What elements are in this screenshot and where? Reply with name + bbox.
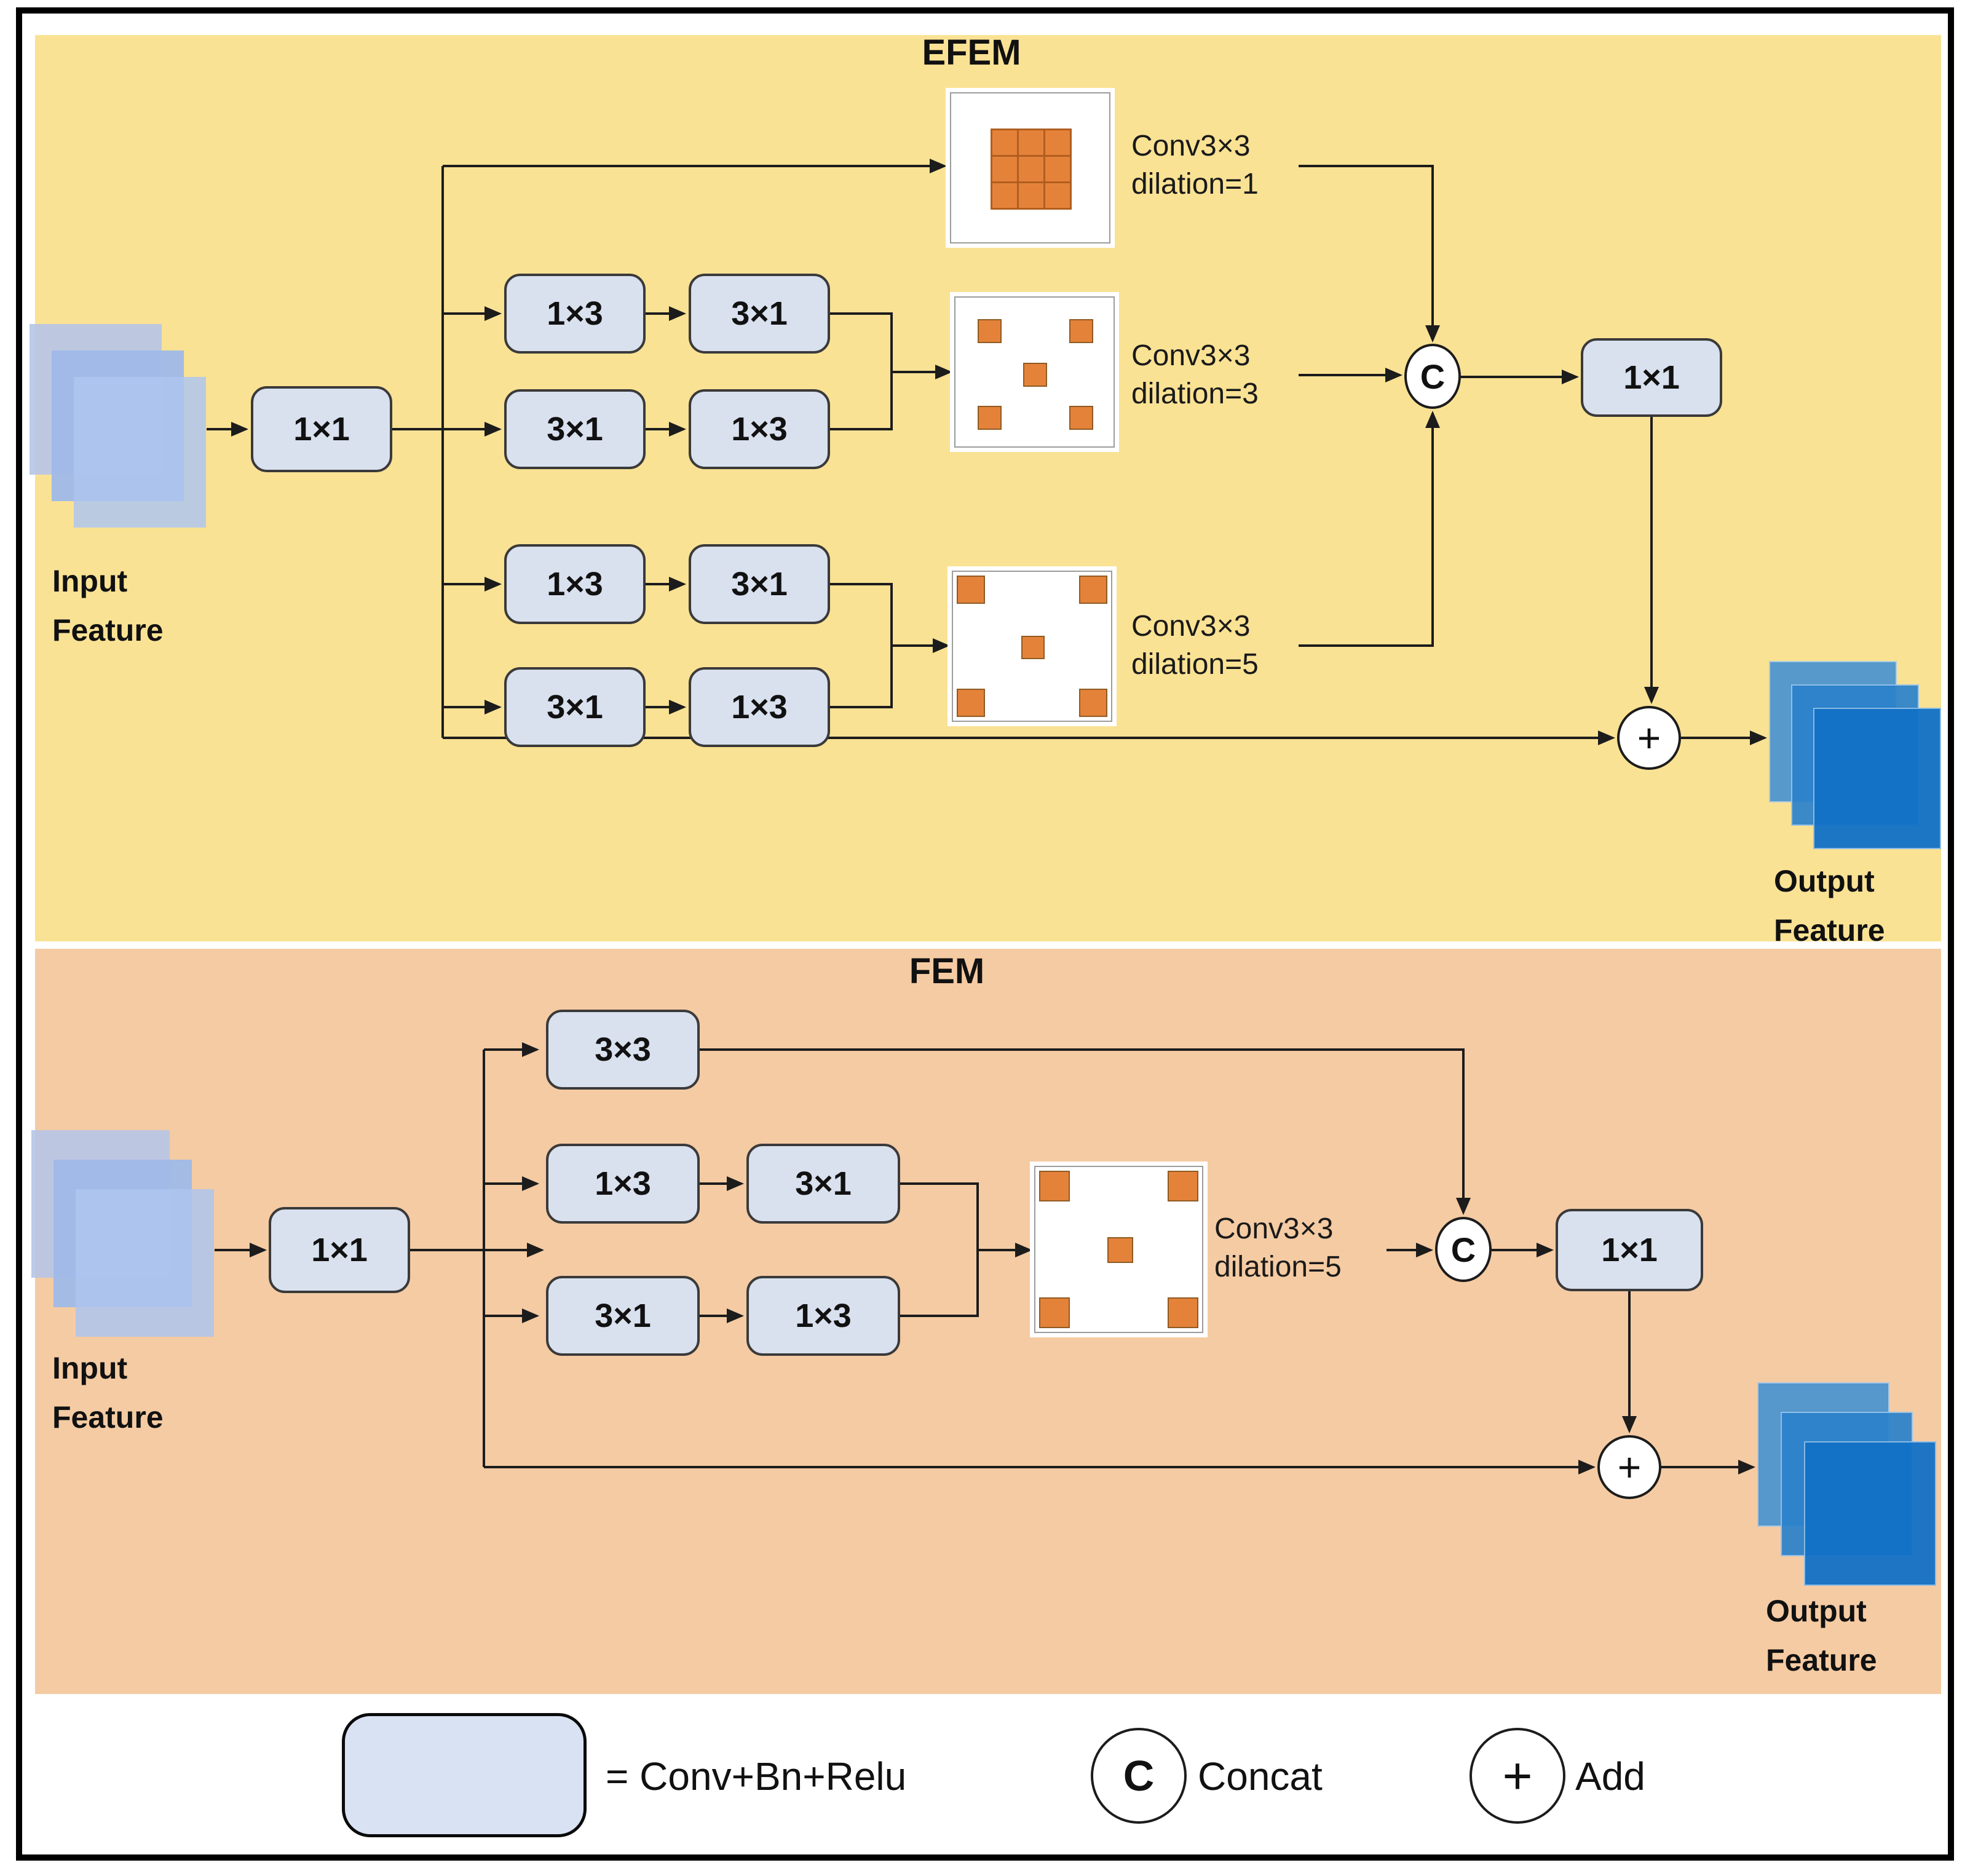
efem-input-label-line1: Input bbox=[52, 564, 128, 598]
efem-dilation1-label: Conv3×3 dilation=1 bbox=[1131, 127, 1259, 204]
fem-input-feature-map-front bbox=[76, 1189, 214, 1337]
fem-title: FEM bbox=[909, 951, 985, 991]
efem-output-feature-map-front bbox=[1813, 708, 1941, 849]
efem-input-label-line2: Feature bbox=[52, 613, 164, 647]
efem-conv1x1-in: 1×1 bbox=[251, 386, 392, 472]
fem-output-feature-map-front bbox=[1804, 1441, 1936, 1586]
efem-dilation5-label-line2: dilation=5 bbox=[1131, 648, 1259, 681]
efem-dilation1-kernel bbox=[950, 92, 1110, 243]
efem-dilation3-label: Conv3×3 dilation=3 bbox=[1131, 337, 1259, 413]
efem-row3-conv3x1: 3×1 bbox=[689, 544, 830, 624]
efem-row1-conv1x3: 1×3 bbox=[504, 274, 646, 354]
efem-row4-conv3x1: 3×1 bbox=[504, 667, 646, 747]
legend-concat-text: Concat bbox=[1198, 1754, 1323, 1799]
fem-row1-conv3x1: 3×1 bbox=[746, 1144, 900, 1224]
fem-output-label-line1: Output bbox=[1766, 1594, 1867, 1628]
efem-row3-conv1x3: 1×3 bbox=[504, 544, 646, 624]
efem-dilation1-label-line2: dilation=1 bbox=[1131, 168, 1259, 200]
dilation1-grid-icon bbox=[991, 129, 1072, 210]
efem-input-label: Input Feature bbox=[52, 556, 164, 655]
efem-output-label: Output Feature bbox=[1774, 857, 1885, 955]
efem-input-feature-map-front bbox=[74, 377, 206, 528]
fem-output-label: Output Feature bbox=[1766, 1586, 1877, 1685]
fem-dilation5-label-line1: Conv3×3 bbox=[1214, 1213, 1334, 1245]
fem-dilation5-label-line2: dilation=5 bbox=[1214, 1251, 1342, 1283]
efem-row1-conv3x1: 3×1 bbox=[689, 274, 830, 354]
efem-title: EFEM bbox=[922, 33, 1021, 73]
legend-conv-block-swatch bbox=[342, 1713, 587, 1837]
efem-dilation3-label-line2: dilation=3 bbox=[1131, 378, 1259, 410]
efem-dilation3-kernel bbox=[954, 296, 1115, 448]
fem-conv1x1-in: 1×1 bbox=[269, 1207, 410, 1293]
fem-input-label-line1: Input bbox=[52, 1351, 128, 1385]
efem-dilation5-label: Conv3×3 dilation=5 bbox=[1131, 608, 1259, 684]
fem-concat-node: C bbox=[1435, 1217, 1492, 1282]
fem-input-label: Input Feature bbox=[52, 1344, 164, 1442]
legend-concat-icon: C bbox=[1091, 1728, 1187, 1824]
fem-input-label-line2: Feature bbox=[52, 1400, 164, 1435]
legend-conv-text: = Conv+Bn+Relu bbox=[606, 1754, 907, 1799]
fem-dilation5-kernel bbox=[1034, 1166, 1203, 1333]
fem-conv3x3: 3×3 bbox=[546, 1010, 700, 1090]
fem-row1-conv1x3: 1×3 bbox=[546, 1144, 700, 1224]
efem-dilation5-kernel bbox=[952, 571, 1112, 722]
fem-row2-conv3x1: 3×1 bbox=[546, 1276, 700, 1356]
efem-row2-conv1x3: 1×3 bbox=[689, 389, 830, 469]
efem-concat-node: C bbox=[1404, 344, 1461, 409]
efem-conv1x1-out: 1×1 bbox=[1581, 338, 1722, 417]
fem-row2-conv1x3: 1×3 bbox=[746, 1276, 900, 1356]
efem-add-node: + bbox=[1617, 706, 1681, 770]
legend-add-icon: + bbox=[1470, 1728, 1565, 1824]
efem-row2-conv3x1: 3×1 bbox=[504, 389, 646, 469]
fem-add-node: + bbox=[1597, 1435, 1661, 1499]
efem-row4-conv1x3: 1×3 bbox=[689, 667, 830, 747]
fem-conv1x1-out: 1×1 bbox=[1556, 1209, 1703, 1291]
outer-frame bbox=[16, 7, 1954, 1861]
efem-output-label-line2: Feature bbox=[1774, 913, 1885, 948]
efem-output-label-line1: Output bbox=[1774, 864, 1875, 898]
fem-output-label-line2: Feature bbox=[1766, 1643, 1877, 1677]
efem-dilation1-label-line1: Conv3×3 bbox=[1131, 130, 1251, 162]
efem-dilation5-label-line1: Conv3×3 bbox=[1131, 610, 1251, 643]
fem-dilation5-label: Conv3×3 dilation=5 bbox=[1214, 1210, 1342, 1286]
legend-add-text: Add bbox=[1575, 1754, 1645, 1799]
efem-dilation3-label-line1: Conv3×3 bbox=[1131, 339, 1251, 372]
